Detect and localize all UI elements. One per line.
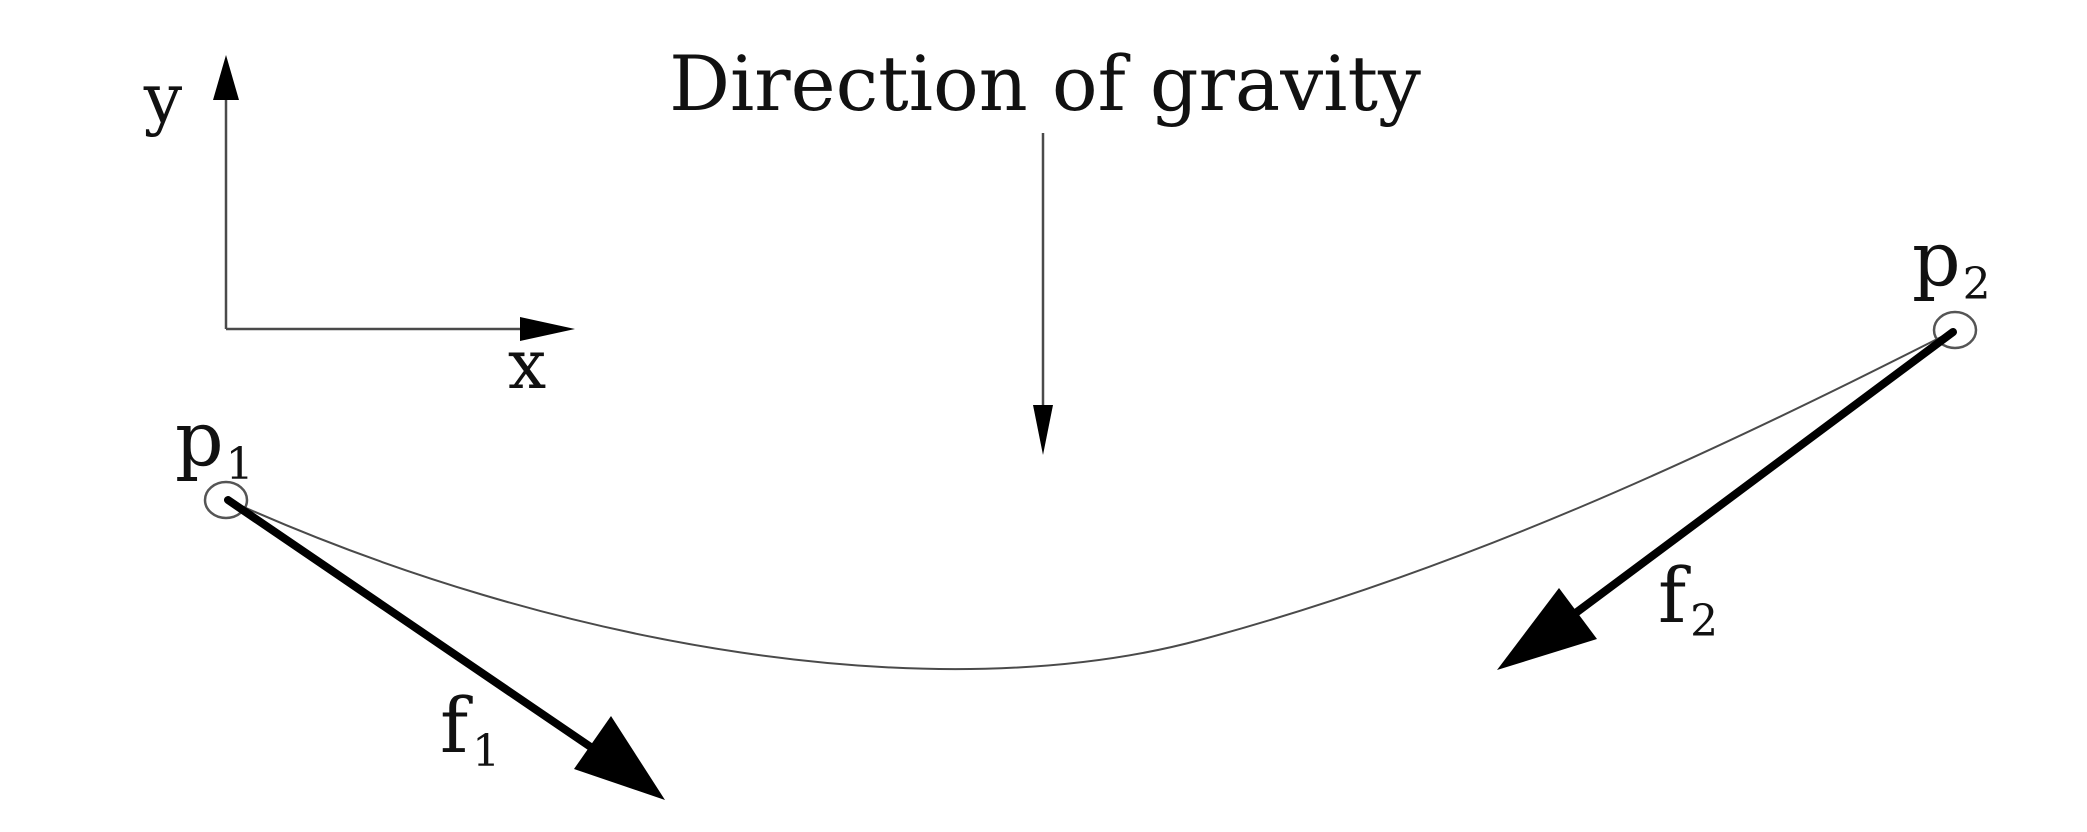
point-p1-subscript: 1 — [226, 439, 254, 490]
x-axis-arrowhead — [520, 317, 575, 341]
y-axis-label: y — [143, 60, 183, 139]
point-p1-letter: p — [175, 394, 224, 483]
point-p2-marker — [1932, 310, 1978, 350]
cable-curve — [227, 329, 1956, 671]
force-f2-label: f2 — [1658, 551, 1718, 647]
point-p2-letter: p — [1912, 214, 1961, 303]
force-f2-subscript: 2 — [1690, 596, 1718, 647]
coordinate-axes — [213, 55, 575, 341]
x-axis-label: x — [508, 326, 546, 405]
point-p1-label: p1 — [175, 394, 254, 490]
force-f1-arrow — [224, 496, 665, 800]
point-p1-marker — [203, 480, 249, 520]
y-axis-arrowhead — [213, 55, 239, 100]
force-f2-letter: f — [1658, 551, 1691, 640]
force-f1-subscript: 1 — [472, 726, 500, 777]
force-f1-letter: f — [440, 681, 473, 770]
point-p2-subscript: 2 — [1963, 259, 1991, 310]
gravity-arrow — [1033, 133, 1053, 455]
gravity-title: Direction of gravity — [669, 39, 1421, 128]
point-p2-label: p2 — [1912, 214, 1991, 310]
force-f1-label: f1 — [440, 681, 500, 777]
force-f2-arrow — [1497, 328, 1957, 670]
